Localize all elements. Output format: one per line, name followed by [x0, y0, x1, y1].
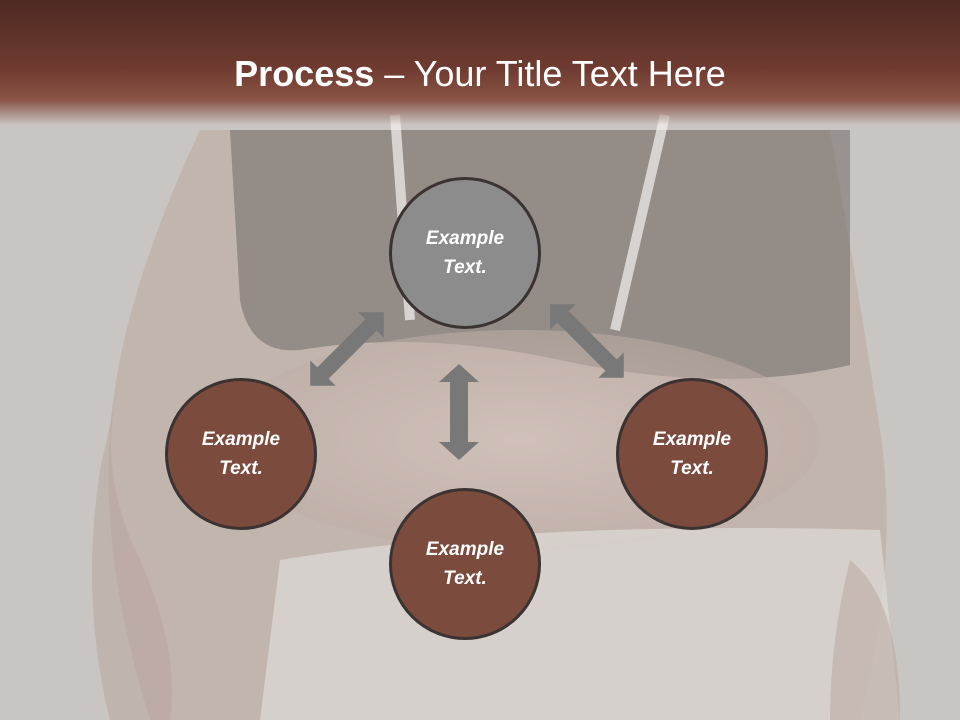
node-right-text: Example Text.: [652, 429, 732, 479]
diagonal-double-arrow-icon: [310, 312, 384, 386]
diagonal-double-arrow-icon: [550, 304, 624, 378]
process-node-top: Example Text.: [389, 177, 541, 329]
title-band: [0, 0, 960, 125]
vertical-double-arrow-icon: [439, 364, 479, 460]
slide-title-bold: Process: [234, 53, 375, 94]
process-node-left: Example Text.: [165, 378, 317, 530]
node-bottom-text: Example Text.: [425, 539, 505, 589]
node-left-text: Example Text.: [201, 429, 281, 479]
process-node-bottom: Example Text.: [389, 488, 541, 640]
slide-title: Process – Your Title Text Here: [0, 52, 960, 96]
node-top-text: Example Text.: [425, 228, 505, 278]
process-node-right: Example Text.: [616, 378, 768, 530]
slide-title-rest: – Your Title Text Here: [374, 53, 726, 94]
